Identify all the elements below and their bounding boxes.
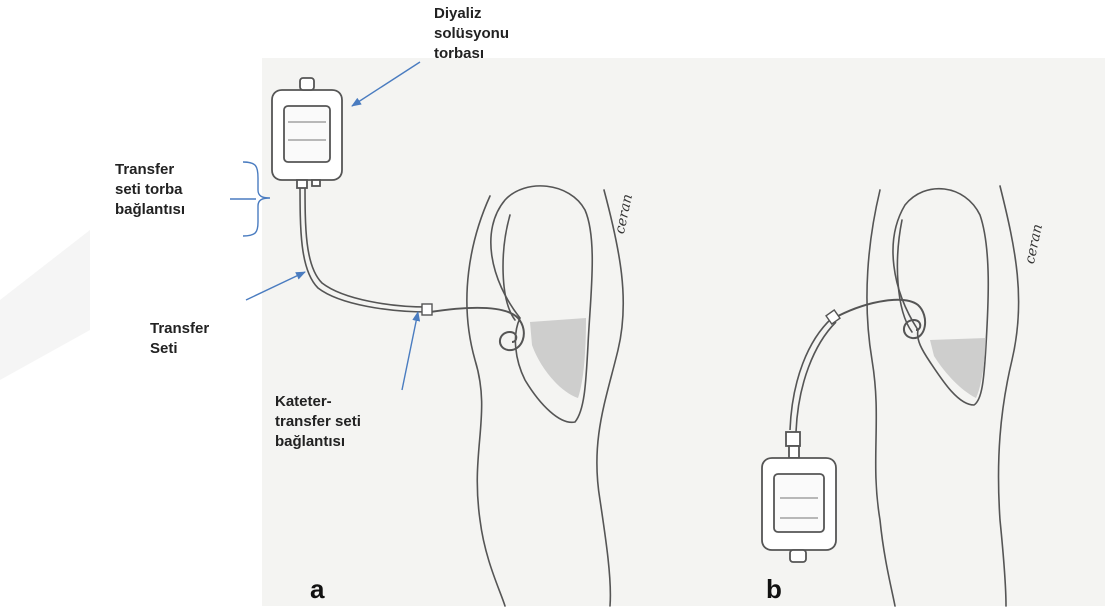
label-catheter-connection-line-1: Kateter-: [275, 392, 361, 412]
label-bag-connection-line-1: Transfer: [115, 160, 185, 180]
paper-background: [262, 58, 1105, 606]
label-dialysis-bag-line-1: Diyaliz: [434, 4, 509, 24]
label-bag-connection-line-3: bağlantısı: [115, 200, 185, 220]
label-catheter-connection: Kateter- transfer seti bağlantısı: [275, 392, 361, 452]
label-transfer-set: Transfer Seti: [150, 319, 209, 359]
label-dialysis-bag-line-2: solüsyonu: [434, 24, 509, 44]
panel-label-b: b: [766, 574, 782, 605]
label-transfer-set-line-1: Transfer: [150, 319, 209, 339]
label-bag-connection-line-2: seti torba: [115, 180, 185, 200]
label-catheter-connection-line-3: bağlantısı: [275, 432, 361, 452]
dialysis-bag-a: [272, 78, 342, 188]
label-dialysis-bag-line-3: torbası: [434, 44, 509, 64]
label-transfer-set-line-2: Seti: [150, 339, 209, 359]
paper-shadow: [0, 230, 90, 380]
label-catheter-connection-line-2: transfer seti: [275, 412, 361, 432]
panel-label-a: a: [310, 574, 324, 605]
label-dialysis-bag: Diyaliz solüsyonu torbası: [434, 4, 509, 64]
catheter-connector-a: [422, 304, 432, 315]
label-bag-connection: Transfer seti torba bağlantısı: [115, 160, 185, 220]
